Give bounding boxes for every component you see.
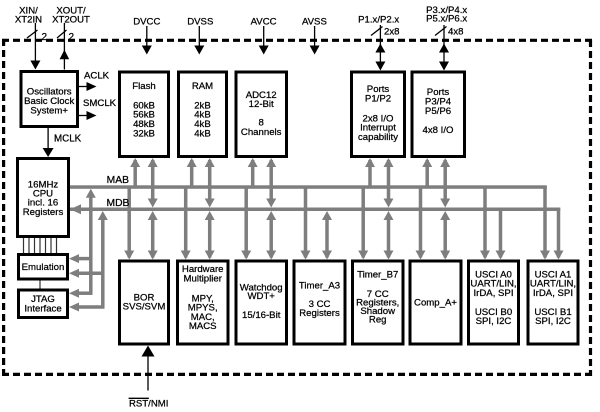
- svg-text:4x8 I/O: 4x8 I/O: [423, 125, 454, 136]
- svg-text:Interrupt: Interrupt: [360, 123, 396, 134]
- svg-text:RST/NMI: RST/NMI: [129, 398, 168, 409]
- svg-text:RAM: RAM: [192, 81, 213, 92]
- svg-text:Registers: Registers: [23, 207, 64, 218]
- svg-text:Timer_B7: Timer_B7: [357, 270, 398, 281]
- svg-text:P1/P2: P1/P2: [365, 94, 391, 105]
- svg-text:MAB: MAB: [107, 175, 129, 186]
- svg-text:System+: System+: [30, 106, 68, 117]
- svg-text:JTAG: JTAG: [31, 294, 55, 305]
- svg-text:BOR: BOR: [134, 293, 155, 304]
- svg-text:XIN/: XIN/: [19, 5, 38, 16]
- svg-text:MPY,: MPY,: [192, 293, 214, 304]
- svg-text:2kB: 2kB: [194, 100, 211, 111]
- svg-text:Emulation: Emulation: [22, 262, 65, 273]
- svg-text:8: 8: [259, 118, 264, 129]
- svg-text:MAC,: MAC,: [191, 312, 215, 323]
- svg-text:56kB: 56kB: [133, 110, 155, 121]
- svg-text:DVCC: DVCC: [133, 16, 160, 27]
- svg-text:UART/LIN,: UART/LIN,: [470, 279, 516, 290]
- svg-text:WDT+: WDT+: [247, 291, 275, 302]
- svg-text:2x8 I/O: 2x8 I/O: [363, 113, 394, 124]
- svg-text:4kB: 4kB: [194, 110, 211, 121]
- svg-text:USCI B0: USCI B0: [475, 307, 512, 318]
- svg-text:Ports: Ports: [427, 87, 450, 98]
- svg-text:P5/P6: P5/P6: [425, 106, 451, 117]
- svg-text:Basic Clock: Basic Clock: [24, 96, 74, 107]
- svg-text:3 CC: 3 CC: [309, 299, 331, 310]
- svg-text:USCI A0: USCI A0: [475, 270, 512, 281]
- svg-text:XT2IN: XT2IN: [15, 15, 42, 26]
- svg-text:7 CC: 7 CC: [367, 289, 389, 300]
- svg-text:Timer_A3: Timer_A3: [299, 280, 340, 291]
- svg-text:Registers,: Registers,: [356, 298, 399, 309]
- svg-text:P3.x/P4.x: P3.x/P4.x: [426, 5, 467, 16]
- svg-text:CPU: CPU: [33, 188, 53, 199]
- svg-text:incl. 16: incl. 16: [28, 198, 58, 209]
- svg-text:Registers: Registers: [299, 308, 340, 319]
- svg-text:4kB: 4kB: [194, 128, 211, 139]
- svg-text:XT2OUT: XT2OUT: [52, 15, 90, 26]
- svg-text:USCI A1: USCI A1: [535, 270, 572, 281]
- svg-text:Interface: Interface: [24, 303, 61, 314]
- svg-text:2: 2: [69, 32, 75, 43]
- svg-text:Flash: Flash: [132, 81, 155, 92]
- svg-text:2x8: 2x8: [384, 26, 399, 37]
- svg-text:Shadow: Shadow: [360, 306, 395, 317]
- svg-text:Comp_A+: Comp_A+: [414, 297, 457, 308]
- svg-text:IrDA, SPI: IrDA, SPI: [533, 288, 573, 299]
- svg-text:ADC12: ADC12: [246, 90, 277, 101]
- svg-text:Channels: Channels: [241, 127, 282, 138]
- svg-text:AVSS: AVSS: [302, 16, 327, 27]
- svg-text:UART/LIN,: UART/LIN,: [530, 279, 576, 290]
- svg-text:4x8: 4x8: [448, 26, 463, 37]
- svg-text:2: 2: [42, 32, 48, 43]
- svg-text:MACS: MACS: [189, 321, 217, 332]
- svg-text:SMCLK: SMCLK: [83, 98, 117, 109]
- svg-text:Oscillators: Oscillators: [27, 87, 72, 98]
- svg-text:IrDA, SPI: IrDA, SPI: [474, 288, 514, 299]
- svg-text:ACLK: ACLK: [84, 71, 110, 82]
- svg-text:Ports: Ports: [367, 84, 390, 95]
- svg-text:MCLK: MCLK: [54, 134, 82, 145]
- svg-text:SVS/SVM: SVS/SVM: [123, 302, 166, 313]
- svg-text:P1.x/P2.x: P1.x/P2.x: [358, 15, 399, 26]
- svg-text:SPI, I2C: SPI, I2C: [476, 316, 512, 327]
- svg-text:AVCC: AVCC: [251, 16, 277, 27]
- svg-text:USCI B1: USCI B1: [534, 307, 571, 318]
- svg-text:Reg: Reg: [369, 314, 387, 325]
- svg-text:16MHz: 16MHz: [28, 180, 59, 191]
- svg-text:SPI, I2C: SPI, I2C: [535, 316, 571, 327]
- svg-text:48kB: 48kB: [133, 119, 155, 130]
- svg-text:capability: capability: [358, 132, 398, 143]
- svg-text:60kB: 60kB: [133, 100, 155, 111]
- svg-text:Multiplier: Multiplier: [184, 273, 223, 284]
- svg-text:P5.x/P6.x: P5.x/P6.x: [426, 13, 467, 24]
- svg-text:P3/P4: P3/P4: [425, 97, 452, 108]
- svg-text:12-Bit: 12-Bit: [249, 99, 274, 110]
- svg-text:DVSS: DVSS: [187, 16, 213, 27]
- svg-text:XOUT/: XOUT/: [56, 5, 86, 16]
- svg-text:32kB: 32kB: [133, 128, 155, 139]
- svg-text:MDB: MDB: [107, 198, 130, 209]
- svg-text:MPYS,: MPYS,: [188, 302, 218, 313]
- svg-text:15/16-Bit: 15/16-Bit: [242, 310, 281, 321]
- svg-text:4kB: 4kB: [194, 119, 211, 130]
- svg-text:Hardware: Hardware: [182, 264, 224, 275]
- svg-text:Watchdog: Watchdog: [240, 283, 283, 294]
